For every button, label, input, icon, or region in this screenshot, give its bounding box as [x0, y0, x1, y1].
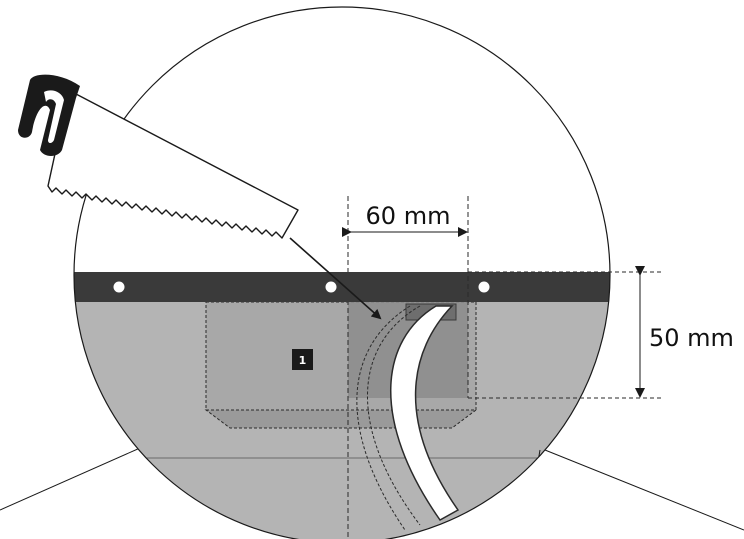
- magnified-view: [74, 196, 610, 539]
- screw-hole-middle: [325, 281, 337, 293]
- part-number-label: 1: [299, 354, 307, 367]
- saw-handle: [18, 74, 80, 156]
- cut-direction-arrow: [289, 237, 382, 320]
- part-number-badge: [292, 349, 313, 370]
- screw-hole-right: [478, 281, 490, 293]
- wall-edge-left: [135, 449, 141, 539]
- handsaw-icon: [18, 74, 299, 239]
- perspective-line-right: [539, 447, 744, 531]
- perspective-line-left: [0, 447, 141, 511]
- cable-tube: [390, 305, 460, 521]
- height-dimension-label: 50 mm: [649, 324, 734, 352]
- magnifier-circle: [73, 6, 611, 539]
- mounting-box-bottom: [204, 409, 478, 429]
- cable-dashed-inner: [356, 305, 411, 531]
- saw-handle-grip: [44, 90, 64, 143]
- saw-blade: [47, 93, 299, 239]
- width-dimension-label: 60 mm: [366, 202, 451, 230]
- screw-hole-left: [113, 281, 125, 293]
- mounting-strip: [74, 272, 610, 302]
